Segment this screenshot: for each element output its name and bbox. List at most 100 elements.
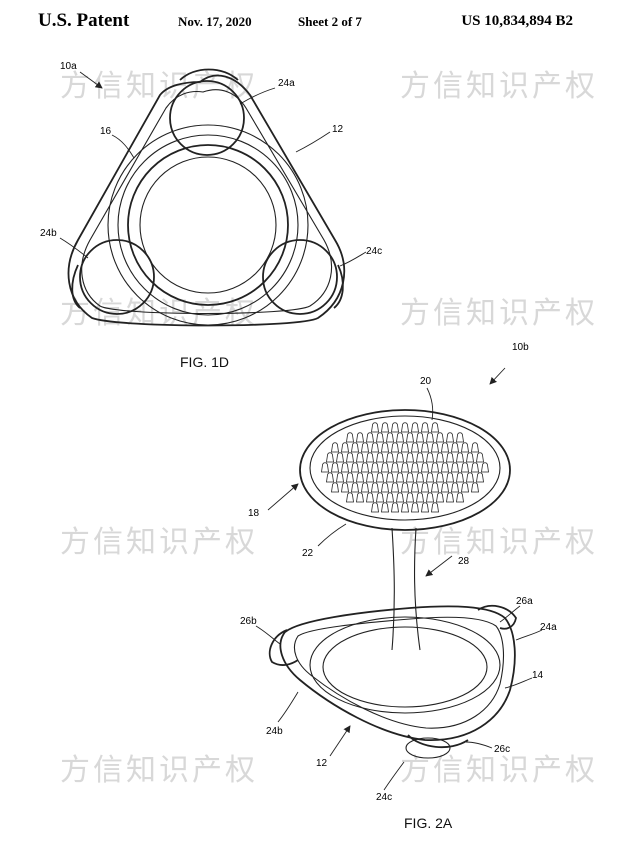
bristle: [351, 482, 359, 493]
patent-number: US 10,834,894 B2: [461, 13, 573, 29]
ball-24c: [262, 239, 338, 315]
bristle: [361, 442, 369, 453]
bristle: [401, 422, 409, 433]
bristle: [381, 442, 389, 453]
bristle: [371, 462, 379, 473]
bristle: [446, 472, 454, 483]
bristle: [371, 442, 379, 453]
bristle: [371, 422, 379, 433]
bristle: [406, 492, 414, 503]
bristle: [336, 452, 344, 463]
bristle: [386, 472, 394, 483]
cap-right: [333, 264, 344, 309]
bristle: [381, 422, 389, 433]
bristle: [351, 462, 359, 473]
stem: [391, 527, 421, 651]
bristle: [471, 462, 479, 473]
ring-middle: [117, 134, 299, 316]
bristle: [346, 452, 354, 463]
sheet-number: Sheet 2 of 7: [298, 14, 362, 29]
bristle: [396, 492, 404, 503]
bristle: [446, 432, 454, 443]
bristle: [376, 472, 384, 483]
label-16: 16: [100, 126, 112, 137]
bristle: [416, 492, 424, 503]
bristle: [431, 482, 439, 493]
bristle: [361, 482, 369, 493]
watermark: 方信知识产权: [400, 296, 598, 331]
bristle: [421, 422, 429, 433]
cap-26c: [407, 734, 469, 749]
bristle: [421, 462, 429, 473]
bristle: [396, 452, 404, 463]
bristle: [411, 422, 419, 433]
bristle: [336, 472, 344, 483]
bristle: [436, 452, 444, 463]
brush-head-rim: [299, 409, 511, 531]
bristle: [461, 462, 469, 473]
bristle: [341, 462, 349, 473]
bristle: [471, 442, 479, 453]
bristle: [366, 432, 374, 443]
bristle: [406, 452, 414, 463]
bristle: [346, 432, 354, 443]
bristle: [396, 432, 404, 443]
bristle: [381, 482, 389, 493]
bristle: [326, 452, 334, 463]
bristle: [466, 452, 474, 463]
label-24b: 24b: [266, 726, 283, 737]
bristle: [371, 502, 379, 513]
bristle: [421, 482, 429, 493]
bristle: [391, 462, 399, 473]
bristle: [431, 502, 439, 513]
bristle: [466, 472, 474, 483]
bristle: [366, 452, 374, 463]
bristle: [411, 442, 419, 453]
bristle: [436, 472, 444, 483]
bristle: [476, 452, 484, 463]
bristle: [446, 492, 454, 503]
base-ring: [309, 616, 501, 714]
cap-26b: [268, 629, 299, 666]
triangle-inner-rim: [81, 89, 333, 315]
bristle: [381, 502, 389, 513]
bristle: [441, 462, 449, 473]
label-26b: 26b: [240, 616, 257, 627]
patent-date: Nov. 17, 2020: [178, 14, 252, 29]
bristle: [401, 502, 409, 513]
bristle: [401, 442, 409, 453]
bristle: [386, 492, 394, 503]
triangle-outer-rim: [67, 74, 346, 327]
bristle: [321, 462, 329, 473]
bristle: [476, 472, 484, 483]
bristle: [451, 482, 459, 493]
bristle: [391, 482, 399, 493]
label-14: 14: [532, 670, 544, 681]
bristle: [431, 422, 439, 433]
bristle: [406, 472, 414, 483]
base-outer: [279, 605, 516, 741]
bristle: [416, 472, 424, 483]
bristle: [401, 482, 409, 493]
bristle: [346, 492, 354, 503]
bristle: [426, 432, 434, 443]
bristle: [386, 452, 394, 463]
bristle: [341, 482, 349, 493]
bristle: [421, 502, 429, 513]
bristle: [351, 442, 359, 453]
bristle: [456, 492, 464, 503]
bristle: [456, 432, 464, 443]
bristle: [416, 452, 424, 463]
bristle: [356, 472, 364, 483]
label-26a: 26a: [516, 596, 533, 607]
label-10a: 10a: [60, 61, 77, 72]
base-well: [322, 626, 488, 708]
bristle: [461, 442, 469, 453]
ring-outer: [107, 124, 309, 326]
bristle: [456, 452, 464, 463]
bristle: [456, 472, 464, 483]
label-24a: 24a: [278, 78, 295, 89]
label-24b: 24b: [40, 228, 57, 239]
label-20: 20: [420, 376, 432, 387]
